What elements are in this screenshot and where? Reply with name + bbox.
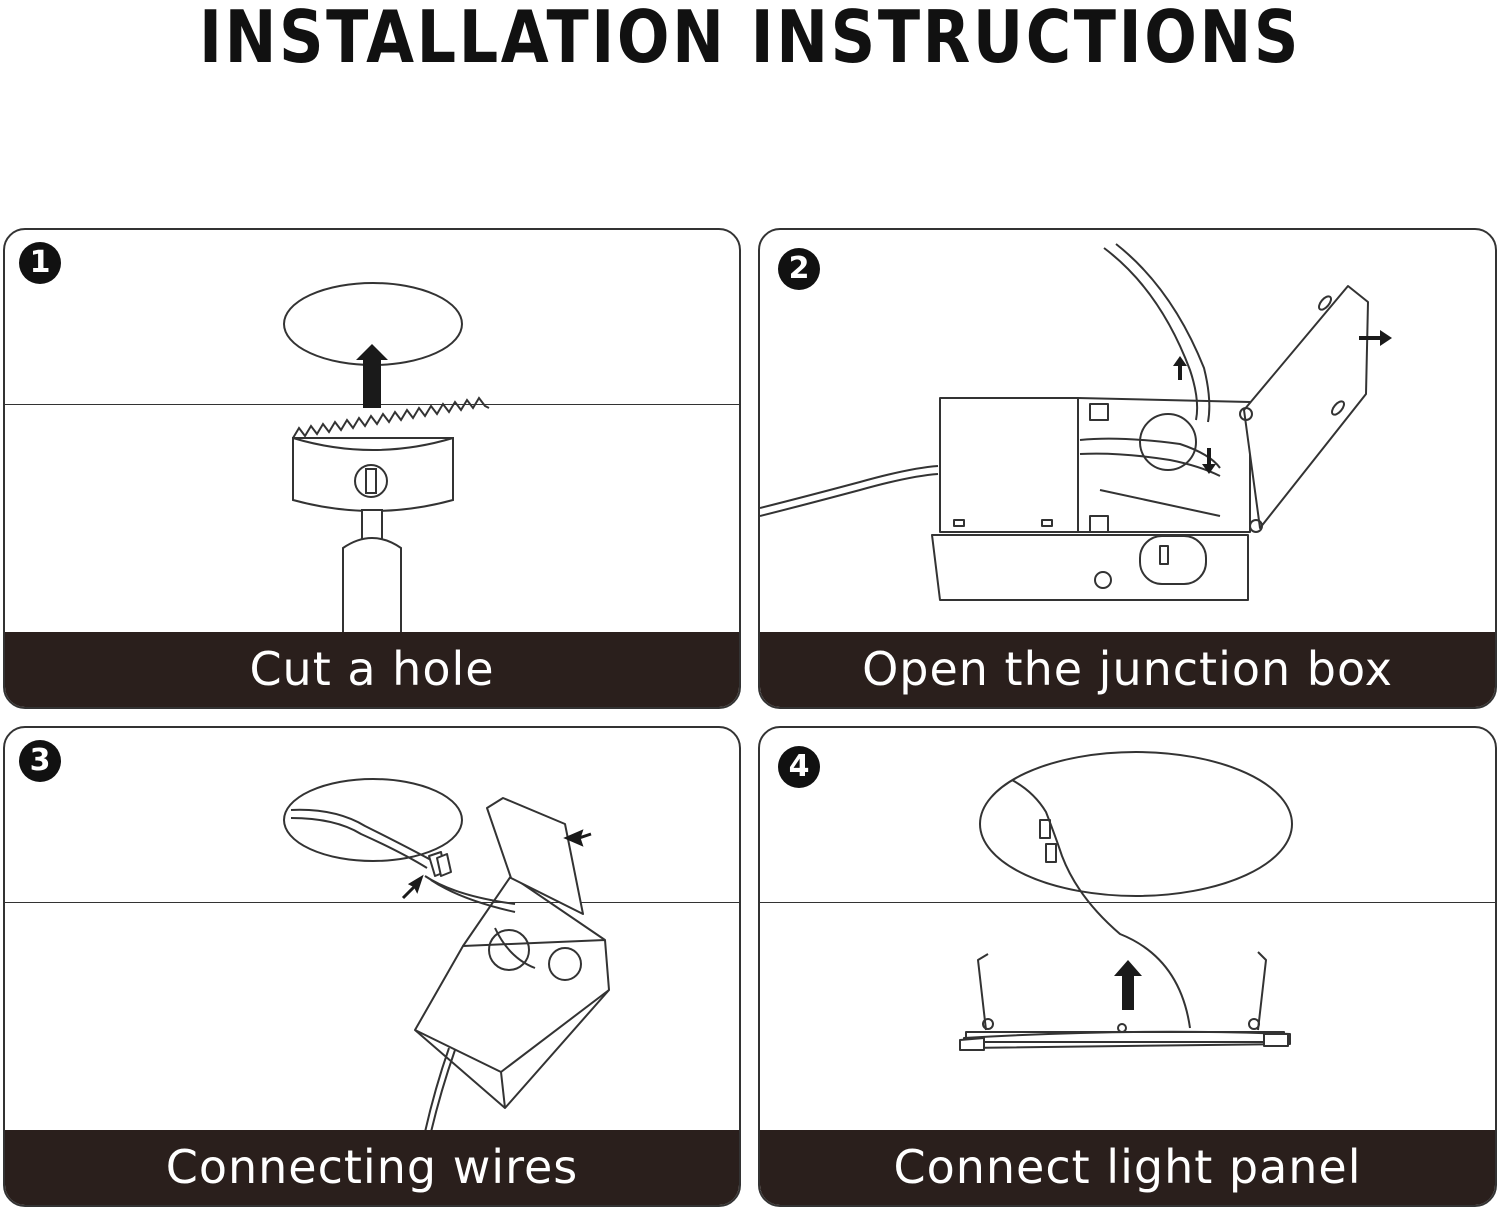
ceiling-line <box>5 902 739 903</box>
step-2-panel: 2 Open the junction box <box>758 228 1497 709</box>
step-number-badge: 1 <box>19 242 61 284</box>
page-title: INSTALLATION INSTRUCTIONS <box>198 0 1302 79</box>
step-number-badge: 2 <box>778 248 820 290</box>
step-caption: Cut a hole <box>5 632 739 707</box>
hole-saw-icon <box>283 282 490 636</box>
step-caption: Open the junction box <box>760 632 1495 707</box>
step-caption: Connect light panel <box>760 1130 1495 1205</box>
wire-connection-icon <box>283 778 610 1133</box>
junction-box-icon <box>760 243 1392 601</box>
step-caption: Connecting wires <box>5 1130 739 1205</box>
step-1-panel: 1 Cut a hole <box>3 228 741 709</box>
step-number-badge: 3 <box>19 740 61 782</box>
step-3-panel: 3 Connecting wires <box>3 726 741 1207</box>
step-4-panel: 4 Connect light panel <box>758 726 1497 1207</box>
step-number-badge: 4 <box>778 746 820 788</box>
light-panel-icon <box>959 751 1293 1051</box>
ceiling-line <box>760 902 1495 903</box>
